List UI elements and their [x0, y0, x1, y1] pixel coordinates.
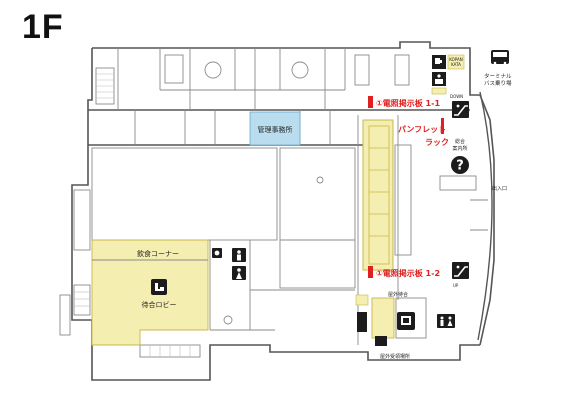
- board-2-label: ①電照掲示板 1-2: [376, 268, 440, 278]
- bus-stop-label-1: ターミナル: [484, 72, 512, 80]
- floor-label: 1F: [22, 8, 64, 46]
- restroom-icons: [212, 248, 246, 280]
- outdoor-boarding-label: 屋外受領場所: [380, 353, 410, 360]
- svg-text:KATA: KATA: [451, 62, 461, 67]
- dining-corner-label: 飲食コーナー: [137, 249, 179, 258]
- pamphlet-rack-label-2: ラック: [425, 137, 449, 147]
- board-2-marker: [368, 266, 373, 278]
- info-desk-label-1: 総合: [455, 138, 465, 145]
- canopy-line: [477, 91, 493, 341]
- entrance-label: 出入口: [492, 185, 507, 192]
- bus-stop-label-2: バス乗り場: [484, 79, 512, 87]
- question-mark-icon: ?: [451, 156, 469, 174]
- waiting-lobby-icon: [151, 279, 167, 295]
- waiting-lobby-label: 待合ロビー: [142, 300, 177, 309]
- management-office-label: 管理事務所: [258, 125, 293, 134]
- second-row-rooms: [134, 110, 331, 145]
- escalator-bottom-icon: UP: [452, 262, 469, 288]
- pamphlet-rack-label-1: パンフレット: [398, 124, 446, 134]
- top-rooms: [95, 48, 410, 110]
- board-1-label: ①電照掲示板 1-1: [376, 98, 440, 108]
- svg-text:DOWN: DOWN: [450, 94, 463, 99]
- bottom-right-facilities: 屋外待合: [355, 291, 455, 346]
- pamphlet-rack-marker: [441, 118, 444, 134]
- svg-text:?: ?: [456, 159, 464, 174]
- main-hall: [59, 147, 356, 358]
- booth-corridor: [357, 115, 412, 345]
- management-office-room: [249, 111, 301, 146]
- escalator-top-icon: DOWN: [450, 94, 469, 118]
- svg-text:UP: UP: [453, 283, 459, 288]
- shop-icons: KOPAN KATA: [431, 54, 465, 95]
- svg-text:KOPAN: KOPAN: [449, 57, 462, 62]
- outdoor-waiting-label: 屋外待合: [388, 291, 408, 298]
- bus-icon: [491, 50, 509, 65]
- board-1-marker: [368, 96, 373, 108]
- outer-walls: [71, 41, 495, 381]
- info-desk-label-2: 案内所: [452, 145, 467, 152]
- waiting-lobby-area: [91, 239, 209, 346]
